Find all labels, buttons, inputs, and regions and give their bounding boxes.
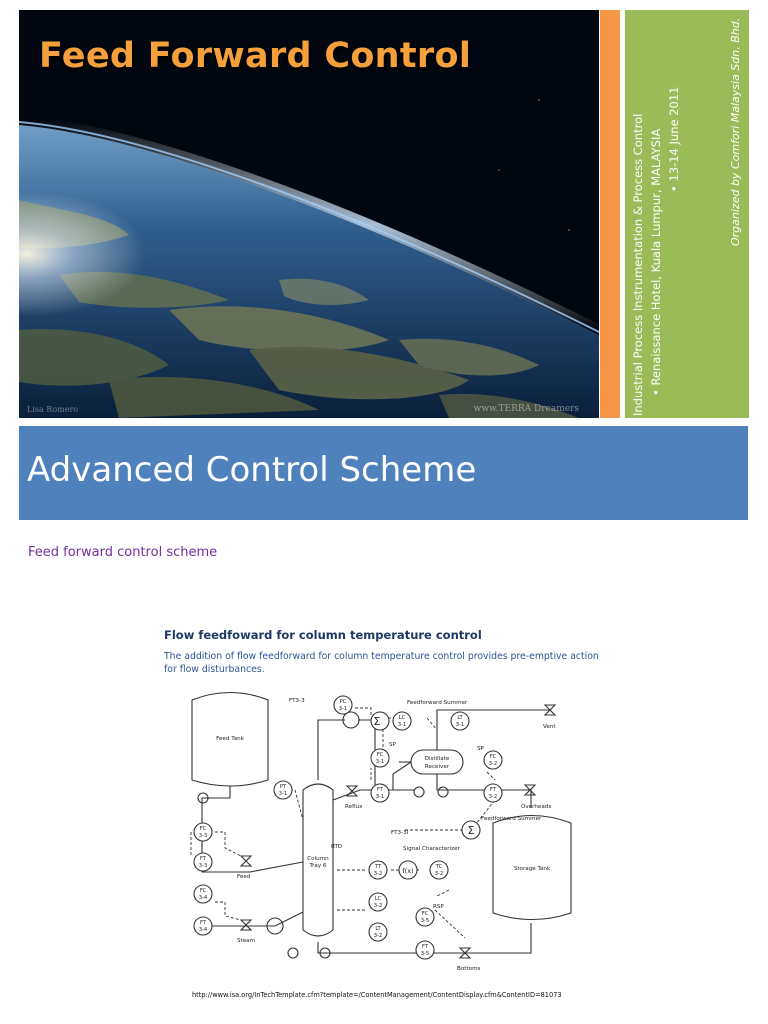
ft33-num: 3-3 <box>199 863 207 869</box>
lc31-num: 3-1 <box>398 722 406 728</box>
summer-sigma-top: Σ <box>374 715 381 728</box>
fc31-num: 3-1 <box>376 759 384 765</box>
event-info-strip: Industrial Process Instrumentation & Pro… <box>625 10 749 418</box>
fc34-num: 3-4 <box>199 895 208 901</box>
column-label-1: Column <box>307 856 329 862</box>
overheads-label: Overheads <box>521 804 551 810</box>
distillate-receiver <box>410 749 464 775</box>
lc31-tag: LC <box>399 715 406 721</box>
storage-tank-label: Storage Tank <box>514 866 551 872</box>
ft33-tag: FT <box>200 856 207 862</box>
vent-label: Vent <box>543 724 556 730</box>
fc33-num: 3-3 <box>199 833 207 839</box>
figure-description: The addition of flow feedforward for col… <box>164 651 599 675</box>
ft35-tag: FT <box>422 944 429 950</box>
process-diagram: Σ Σ PC 3-1 LC 3-1 LT 3-1 FC 3-1 FT 3-1 P… <box>190 692 572 972</box>
image-credit-left: Lisa Romero <box>27 405 79 414</box>
orange-accent-strip <box>600 10 620 418</box>
ft31-num: 3-1 <box>376 794 384 800</box>
tc32-tag: TC <box>435 864 443 870</box>
bottoms-label: Bottoms <box>457 966 481 972</box>
fc34-tag: FC <box>200 888 207 894</box>
tt32-num: 3-2 <box>374 871 382 877</box>
column-label-2: Tray 6 <box>309 863 327 869</box>
ft34-tag: FT <box>200 920 207 926</box>
source-link[interactable]: http://www.isa.org/InTechTemplate.cfm?te… <box>192 991 562 999</box>
lc32-num: 3-2 <box>374 903 382 909</box>
subheading: Feed forward control scheme <box>28 545 218 560</box>
earth-from-space-image <box>19 10 599 418</box>
section-band: Advanced Control Scheme <box>19 426 748 520</box>
pt31-num: 3-1 <box>279 791 287 797</box>
pc31-num: 3-1 <box>339 706 347 712</box>
steam-label: Steam <box>237 938 255 944</box>
pt31-tag: PT <box>280 784 287 790</box>
fc35-num: 3-5 <box>421 918 429 924</box>
fc32-tag: FC <box>490 754 497 760</box>
fc31-tag: FC <box>377 752 384 758</box>
storage-tank <box>492 814 572 920</box>
hero-title: Feed Forward Control <box>39 36 472 76</box>
summer-sigma-right: Σ <box>468 824 475 837</box>
distillation-column <box>302 783 334 937</box>
pc31-tag: PC <box>340 699 347 705</box>
event-venue: • Renaissance Hotel, Kuala Lumpur, MALAY… <box>649 128 663 396</box>
signal-characterizer-fx: f(x) <box>402 867 413 875</box>
ft34-num: 3-4 <box>199 927 208 933</box>
lt32-num: 3-2 <box>374 933 382 939</box>
event-date: • 13-14 June 2011 <box>667 86 681 192</box>
ft31-stream-tag: FT3-3I <box>391 830 409 836</box>
setpoint-label-1: SP <box>389 742 397 748</box>
ft32-tag: FT <box>490 787 497 793</box>
rsp-label: RSP <box>433 904 444 910</box>
distillate-receiver-label-2: Receiver <box>425 764 450 770</box>
fc32-num: 3-2 <box>489 761 497 767</box>
feed-tank <box>191 692 269 787</box>
signal-characterizer-label: Signal Characterizer <box>403 846 461 852</box>
lt31-tag: LT <box>457 715 463 721</box>
ft31-tag: FT <box>377 787 384 793</box>
reflux-label: Reflux <box>345 804 363 810</box>
feedforward-summer-top-label: Feedforward Summer <box>407 700 468 706</box>
lt32-tag: LT <box>375 926 381 932</box>
lt31-num: 3-1 <box>456 722 464 728</box>
image-credit: www.TERRA Dreamers <box>473 404 579 414</box>
setpoint-label-2: SP <box>477 746 485 752</box>
distillate-receiver-label-1: Distillate <box>425 756 450 762</box>
ft33-stream-tag: FT3-3 <box>289 698 305 704</box>
feedforward-summer-right-label: Feedforward Summer <box>481 816 542 822</box>
event-organizer: Organized by Comfori Malaysia Sdn. Bhd. <box>729 17 742 246</box>
fc33-tag: FC <box>200 826 207 832</box>
section-title: Advanced Control Scheme <box>27 450 477 490</box>
tc32-num: 3-2 <box>435 871 443 877</box>
figure-title: Flow feedfoward for column temperature c… <box>164 628 482 642</box>
hero-image: Feed Forward Control Lisa Romero www.TER… <box>19 10 599 418</box>
ft32-num: 3-2 <box>489 794 497 800</box>
feed-label: Feed <box>237 874 251 880</box>
event-title: Industrial Process Instrumentation & Pro… <box>631 113 645 416</box>
lc32-tag: LC <box>375 896 382 902</box>
fc35-tag: FC <box>422 911 429 917</box>
ft35-num: 3-5 <box>421 951 429 957</box>
feed-tank-label: Feed Tank <box>216 736 245 742</box>
tt32-tag: TT <box>374 864 382 870</box>
rtd-label: RTD <box>331 844 342 850</box>
